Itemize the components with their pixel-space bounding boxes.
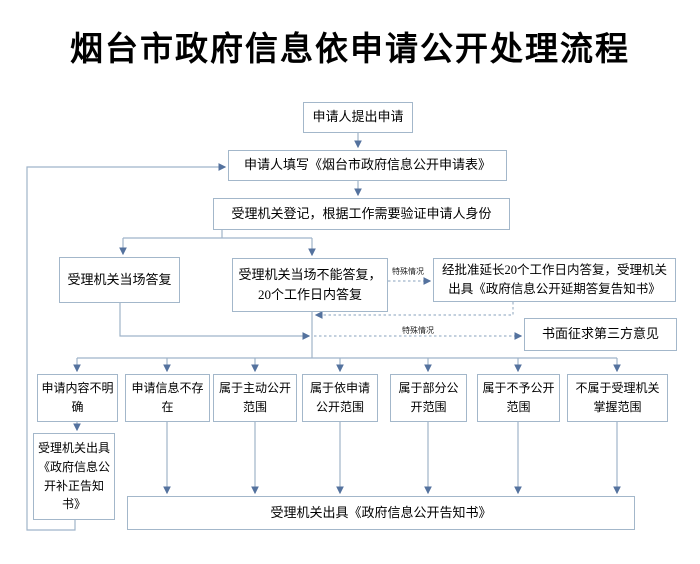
page-title: 烟台市政府信息依申请公开处理流程: [70, 32, 630, 68]
node-seek-third-party-opinion: 书面征求第三方意见: [524, 318, 677, 351]
node-info-not-exist: 申请信息不存在: [125, 374, 210, 422]
node-partial-disclosure-scope: 属于部分公开范围: [390, 374, 467, 422]
node-correction-notice: 受理机关出具《政府信息公开补正告知书》: [33, 433, 115, 520]
node-on-request-disclosure-scope: 属于依申请公开范围: [302, 374, 378, 422]
node-proactive-disclosure-scope: 属于主动公开范围: [213, 374, 297, 422]
node-register-verify-identity: 受理机关登记，根据工作需要验证申请人身份: [213, 198, 510, 230]
node-fill-application-form: 申请人填写《烟台市政府信息公开申请表》: [228, 150, 507, 181]
node-disclosure-notice: 受理机关出具《政府信息公开告知书》: [127, 496, 635, 530]
node-cannot-reply-onsite: 受理机关当场不能答复，20个工作日内答复: [232, 258, 388, 312]
node-no-disclosure-scope: 属于不予公开范围: [477, 374, 560, 422]
node-onsite-reply: 受理机关当场答复: [59, 257, 180, 303]
node-submit-application: 申请人提出申请: [303, 102, 413, 133]
node-content-unclear: 申请内容不明确: [37, 374, 118, 422]
node-not-held-by-agency: 不属于受理机关掌握范围: [567, 374, 668, 422]
node-approved-extension: 经批准延长20个工作日内答复，受理机关出具《政府信息公开延期答复告知书》: [433, 258, 676, 302]
edge-label-special-case-extension: 特殊情况: [392, 267, 424, 276]
edge-label-special-case-third-party: 特殊情况: [402, 326, 434, 335]
